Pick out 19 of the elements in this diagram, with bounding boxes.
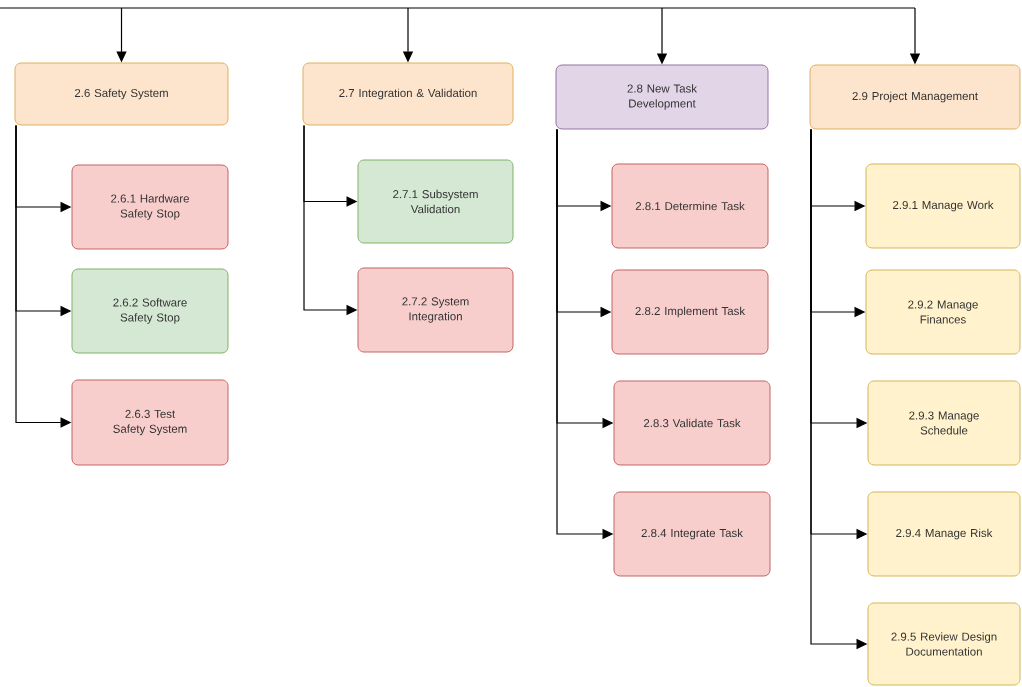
process-box: 2.7.2 System Integration	[357, 267, 514, 353]
process-box: 2.8.2 Implement Task	[611, 269, 769, 355]
process-box: 2.6.3 Test Safety System	[71, 379, 229, 466]
process-box: 2.8.3 Validate Task	[613, 380, 771, 466]
process-box: 2.8.1 Determine Task	[611, 163, 769, 249]
process-box: 2.7.1 Subsystem Validation	[357, 159, 514, 244]
connector-line	[0, 7, 916, 9]
process-box: 2.9.4 Manage Risk	[867, 491, 1021, 577]
process-box: 2.6.1 Hardware Safety Stop	[71, 164, 229, 250]
process-box: 2.9 Project Management	[809, 64, 1021, 130]
process-box: 2.6.2 Software Safety Stop	[71, 268, 229, 354]
process-box: 2.9.3 Manage Schedule	[867, 380, 1021, 466]
process-box: 2.9.5 Review Design Documentation	[867, 602, 1021, 686]
process-box: 2.8 New Task Development	[555, 64, 769, 130]
process-box: 2.7 Integration & Validation	[302, 62, 514, 126]
process-box: 2.6 Safety System	[14, 62, 229, 126]
process-box: 2.9.2 Manage Finances	[865, 269, 1021, 355]
process-box: 2.8.4 Integrate Task	[613, 491, 771, 577]
process-box: 2.9.1 Manage Work	[865, 163, 1021, 249]
